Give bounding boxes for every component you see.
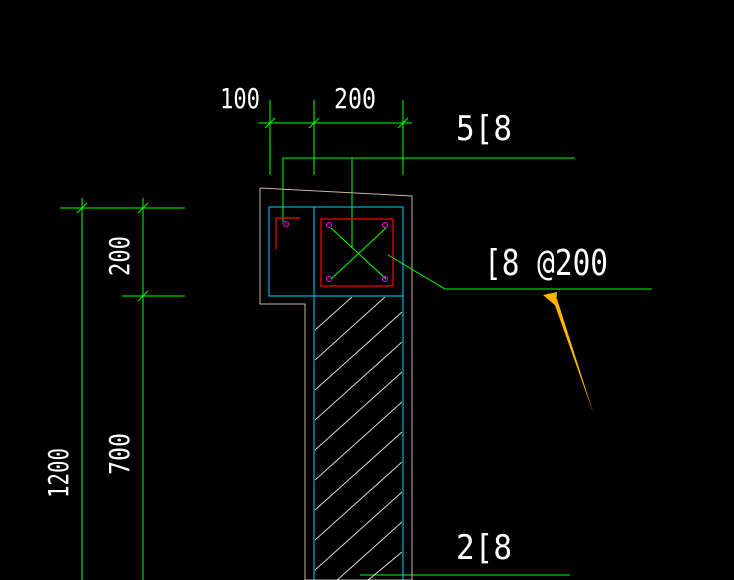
dimension-lines	[60, 100, 652, 580]
dim-label-200-top: 200	[334, 82, 376, 115]
callout-stirrup: [8 @200	[484, 243, 608, 284]
dim-label-200-left: 200	[103, 236, 136, 276]
annotation-arrow	[547, 292, 594, 415]
section-outline	[259, 187, 413, 580]
dim-label-1200: 1200	[42, 448, 75, 498]
wall-hatch	[315, 297, 402, 580]
callout-bottom-bars: 2[8	[456, 528, 512, 568]
annotation-arrow-head	[543, 292, 557, 306]
stirrup-cross	[330, 227, 387, 280]
callout-top-bars: 5[8	[456, 109, 512, 149]
bar-dots	[283, 221, 388, 282]
dim-label-100: 100	[220, 82, 260, 115]
dim-label-700: 700	[103, 433, 136, 475]
rebar-stirrups	[275, 217, 394, 287]
